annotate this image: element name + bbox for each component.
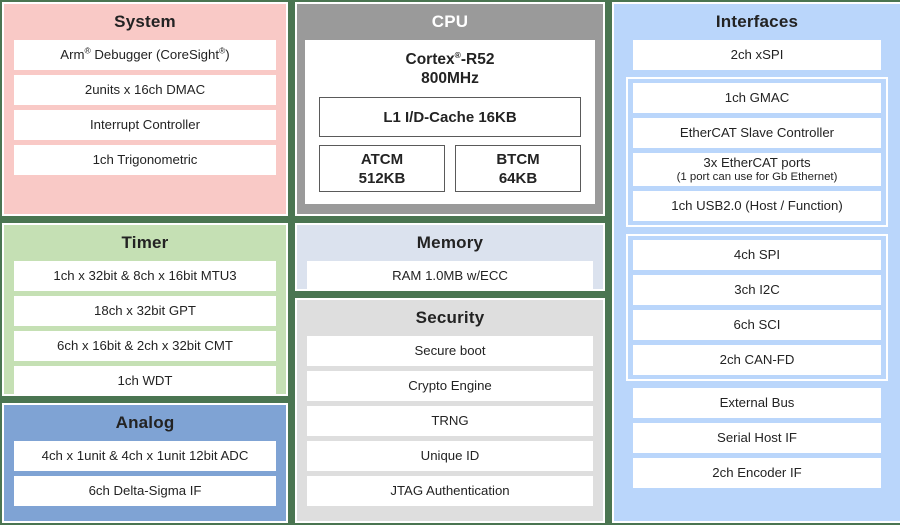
- block-security: Security Secure boot Crypto Engine TRNG …: [293, 296, 607, 525]
- interfaces-item-serial-host-if: Serial Host IF: [633, 423, 881, 453]
- analog-item-adc: 4ch x 1unit & 4ch x 1unit 12bit ADC: [14, 441, 276, 471]
- cpu-atcm-box: ATCM 512KB: [319, 145, 445, 192]
- security-item-crypto-engine: Crypto Engine: [307, 371, 593, 401]
- block-system-title: System: [114, 12, 176, 31]
- block-interfaces-title: Interfaces: [715, 12, 799, 31]
- interfaces-item-i2c: 3ch I2C: [633, 275, 881, 305]
- interfaces-item-encoder-if: 2ch Encoder IF: [633, 458, 881, 488]
- timer-item-gpt: 18ch x 32bit GPT: [14, 296, 276, 326]
- interfaces-item-usb: 1ch USB2.0 (Host / Function): [633, 191, 881, 221]
- block-memory-title: Memory: [416, 233, 484, 252]
- system-item-dmac: 2units x 16ch DMAC: [14, 75, 276, 105]
- cpu-btcm-box: BTCM 64KB: [455, 145, 581, 192]
- security-item-unique-id: Unique ID: [307, 441, 593, 471]
- block-timer: Timer 1ch x 32bit & 8ch x 16bit MTU3 18c…: [0, 221, 290, 398]
- security-item-jtag-auth: JTAG Authentication: [307, 476, 593, 506]
- timer-item-mtu3: 1ch x 32bit & 8ch x 16bit MTU3: [14, 261, 276, 291]
- analog-item-delta-sigma: 6ch Delta-Sigma IF: [14, 476, 276, 506]
- interfaces-item-ethercat-ports-main: 3x EtherCAT ports: [703, 155, 811, 170]
- security-item-secure-boot: Secure boot: [307, 336, 593, 366]
- block-security-title: Security: [415, 308, 485, 327]
- interfaces-item-spi: 4ch SPI: [633, 240, 881, 270]
- interfaces-item-xspi: 2ch xSPI: [633, 40, 881, 70]
- block-cpu: CPU Cortex®-R52 800MHz L1 I/D-Cache 16KB…: [293, 0, 607, 218]
- cpu-core-label: Cortex®-R52 800MHz: [319, 50, 581, 88]
- interfaces-item-gmac: 1ch GMAC: [633, 83, 881, 113]
- system-item-trigonometric: 1ch Trigonometric: [14, 145, 276, 175]
- block-analog-title: Analog: [115, 413, 175, 432]
- block-cpu-title: CPU: [431, 12, 469, 31]
- memory-item-ram: RAM 1.0MB w/ECC: [307, 261, 593, 291]
- block-memory: Memory RAM 1.0MB w/ECC: [293, 221, 607, 293]
- interfaces-item-external-bus: External Bus: [633, 388, 881, 418]
- block-interfaces: Interfaces 2ch xSPI 1ch GMAC EtherCAT Sl…: [610, 2, 900, 523]
- cpu-tcm-row: ATCM 512KB BTCM 64KB: [319, 145, 581, 192]
- interfaces-item-ethercat-ports-note: (1 port can use for Gb Ethernet): [676, 171, 838, 183]
- interfaces-serial-group: 4ch SPI 3ch I2C 6ch SCI 2ch CAN-FD: [626, 234, 888, 381]
- interfaces-bus-group: External Bus Serial Host IF 2ch Encoder …: [626, 388, 888, 488]
- system-item-debugger: Arm® Debugger (CoreSight®): [14, 40, 276, 70]
- cpu-inner-container: Cortex®-R52 800MHz L1 I/D-Cache 16KB ATC…: [305, 40, 595, 204]
- block-timer-title: Timer: [121, 233, 169, 252]
- cpu-atcm-name: ATCM: [360, 150, 404, 168]
- security-item-trng: TRNG: [307, 406, 593, 436]
- block-system: System Arm® Debugger (CoreSight®) 2units…: [0, 0, 290, 218]
- interfaces-item-canfd: 2ch CAN-FD: [633, 345, 881, 375]
- timer-item-cmt: 6ch x 16bit & 2ch x 32bit CMT: [14, 331, 276, 361]
- interfaces-standalone-group: 2ch xSPI: [626, 40, 888, 70]
- cpu-btcm-name: BTCM: [496, 150, 540, 168]
- interfaces-item-ethercat-slave: EtherCAT Slave Controller: [633, 118, 881, 148]
- cpu-atcm-size: 512KB: [358, 169, 406, 187]
- cpu-core-name: Cortex®-R52: [405, 49, 495, 68]
- cpu-core-clock: 800MHz: [421, 70, 479, 87]
- interfaces-item-ethercat-ports: 3x EtherCAT ports (1 port can use for Gb…: [633, 153, 881, 186]
- cpu-cache-box: L1 I/D-Cache 16KB: [319, 97, 581, 137]
- cpu-btcm-size: 64KB: [498, 169, 538, 187]
- timer-item-wdt: 1ch WDT: [14, 366, 276, 396]
- block-analog: Analog 4ch x 1unit & 4ch x 1unit 12bit A…: [0, 401, 290, 525]
- system-item-interrupt-controller: Interrupt Controller: [14, 110, 276, 140]
- interfaces-item-sci: 6ch SCI: [633, 310, 881, 340]
- interfaces-network-group: 1ch GMAC EtherCAT Slave Controller 3x Et…: [626, 77, 888, 227]
